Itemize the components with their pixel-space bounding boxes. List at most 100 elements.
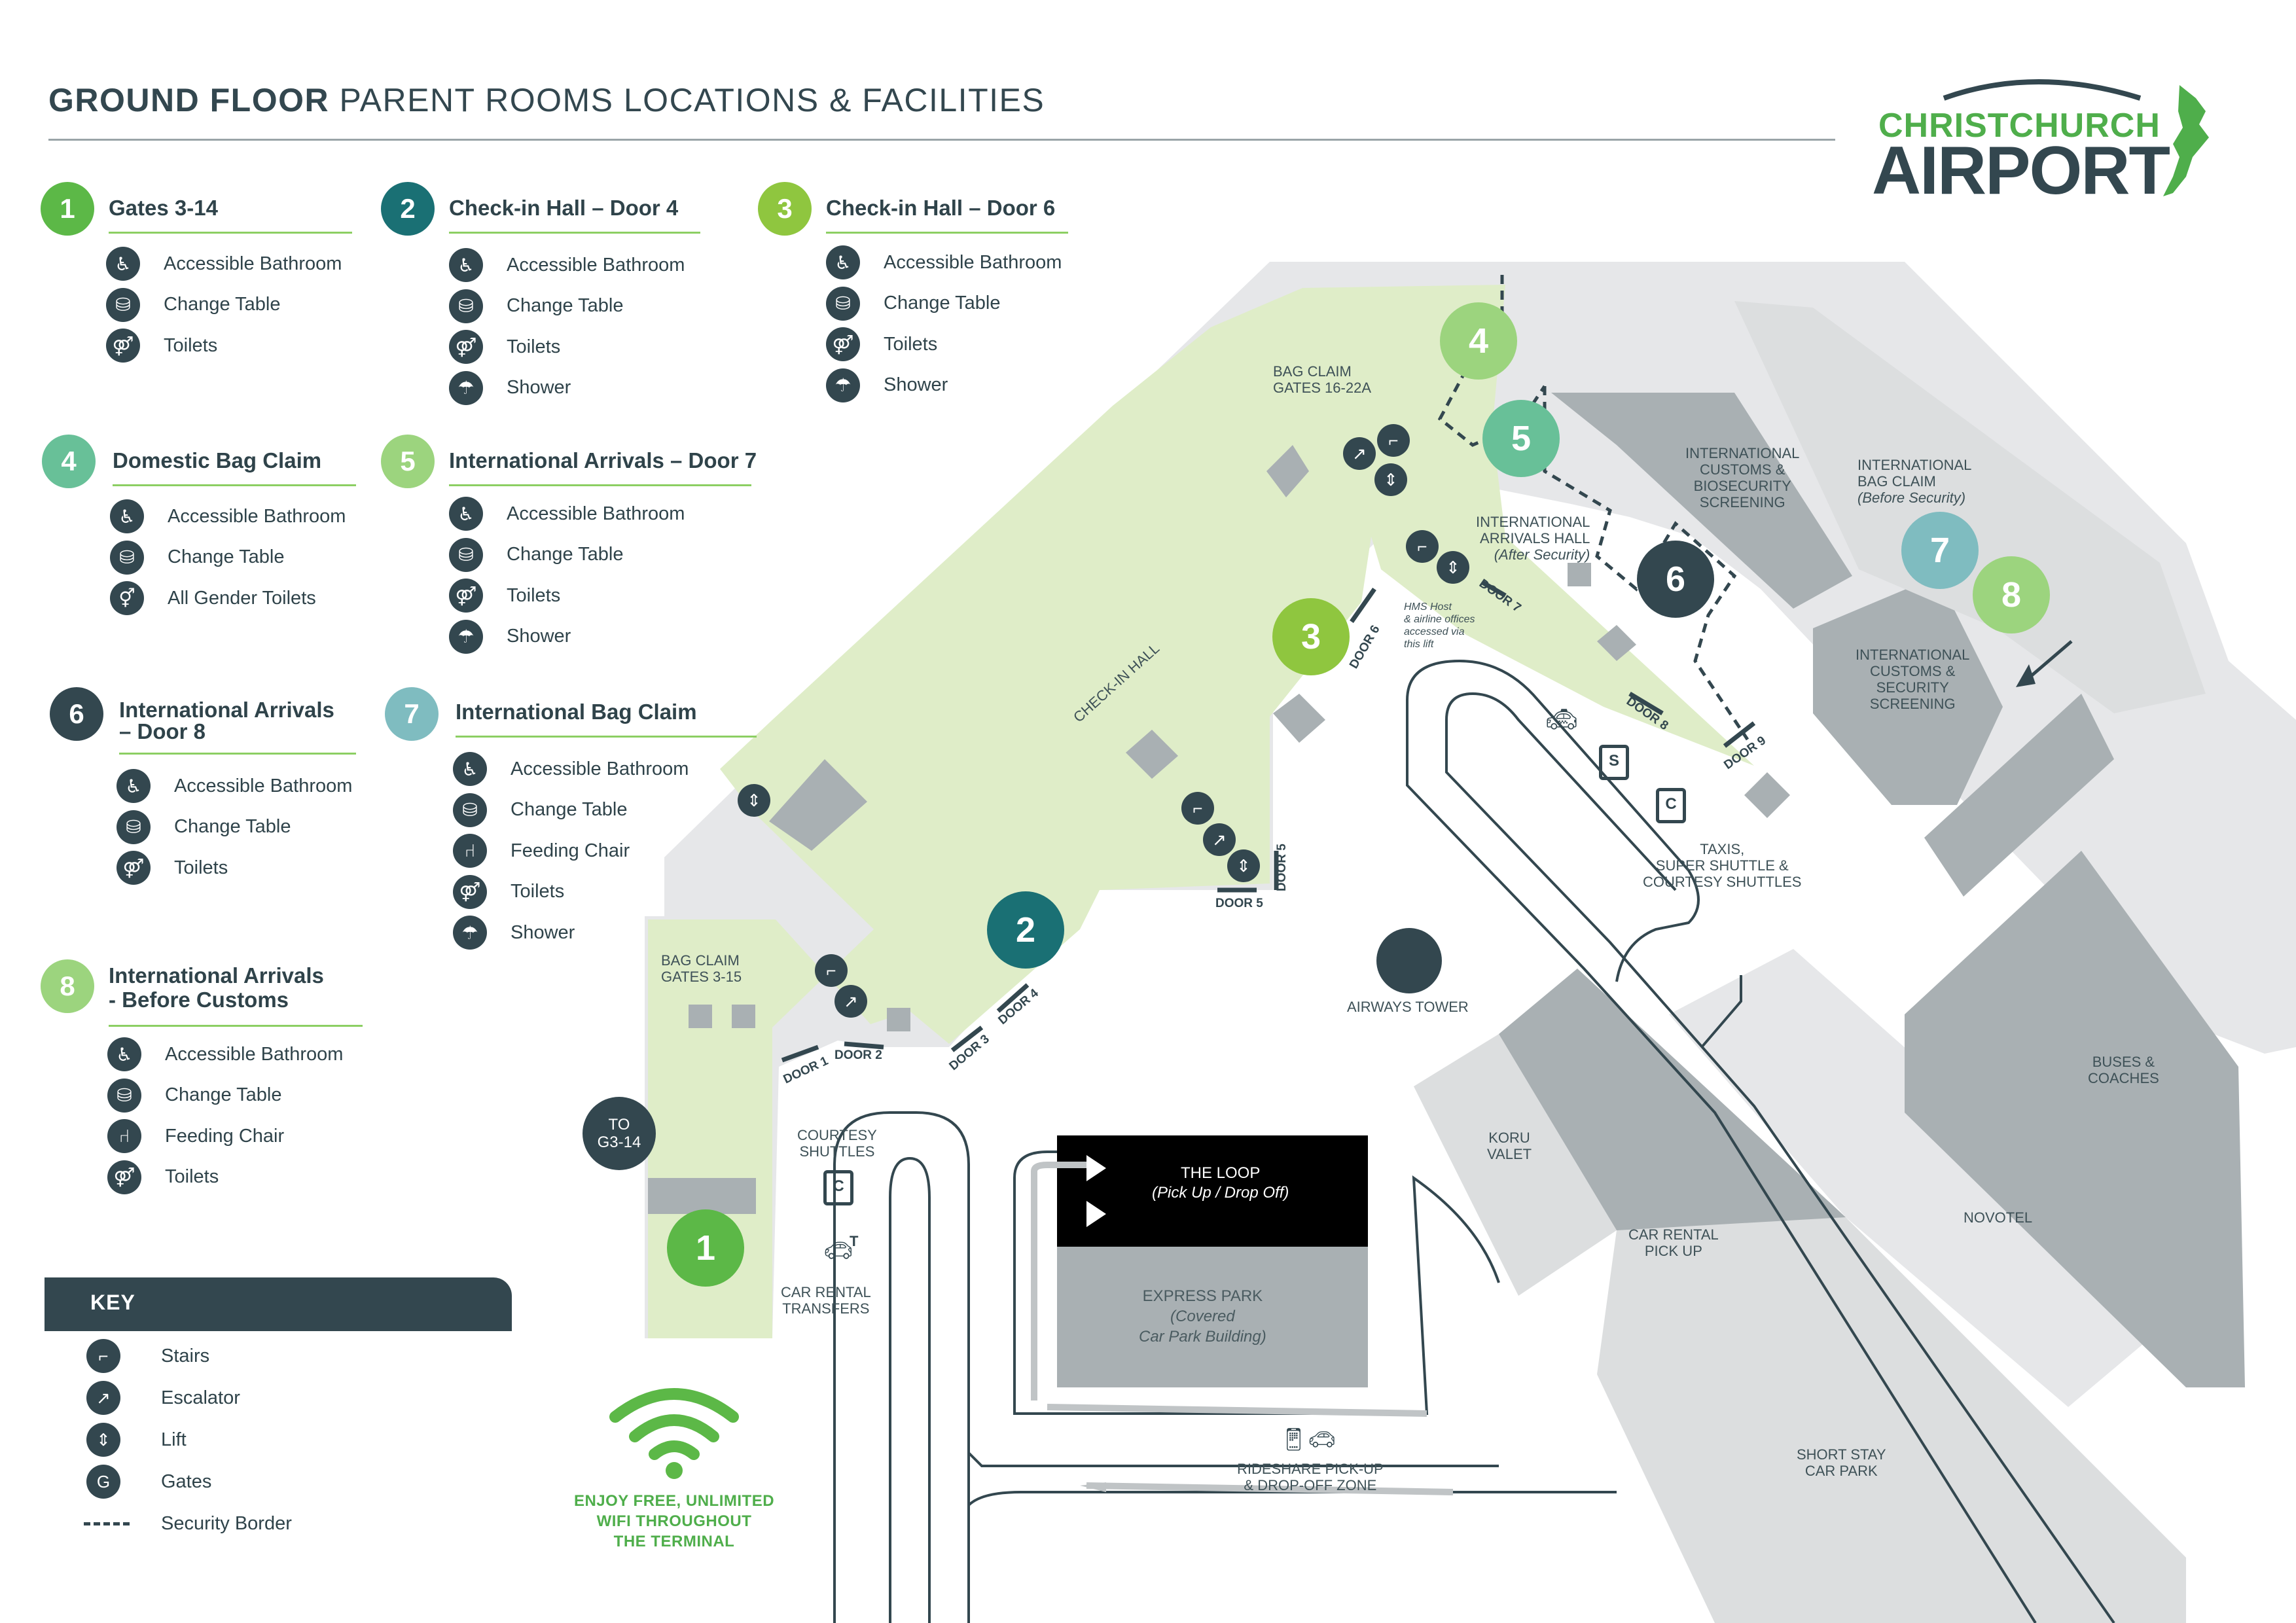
location-1-rule: [109, 232, 352, 234]
location-6-item: ♿︎Accessible Bathroom: [117, 766, 352, 807]
bag16-block: [1266, 445, 1309, 497]
door6-block: [1273, 694, 1325, 743]
koru-valet-block: [1414, 1034, 1617, 1296]
location-4-item: ⚥All Gender Toilets: [110, 578, 346, 619]
accessible-icon: ♿︎: [107, 1037, 141, 1072]
map-stairs-icon-3: ⌐: [1181, 792, 1214, 825]
map-badge-2: 2: [987, 891, 1064, 969]
title-rest: PARENT ROOMS LOCATIONS & FACILITIES: [339, 82, 1045, 118]
checkin-center-block: [1126, 730, 1178, 779]
the-loop-block: [1057, 1135, 1368, 1247]
label-the-loop: THE LOOP(Pick Up / Drop Off): [1152, 1164, 1289, 1202]
toilets-icon: ⚤: [826, 327, 860, 362]
all-gender-toilets-icon: ⚥: [110, 581, 144, 616]
key-item-lift: ⇕Lift: [86, 1419, 292, 1461]
east-block: [1924, 694, 2114, 897]
checkin-grey-block: [769, 759, 867, 851]
location-8-item: ⛁Change Table: [107, 1075, 343, 1116]
location-3-item: ♿︎Accessible Bathroom: [826, 242, 1062, 283]
location-5-item: ☂︎Shower: [449, 616, 685, 658]
map-escalator-icon-1: ↗: [1343, 437, 1376, 470]
label-rideshare: RIDESHARE PICK-UP& DROP-OFF ZONE: [1237, 1461, 1384, 1493]
map-stairs-icon-1: ⌐: [1377, 424, 1410, 457]
location-5-item: ⛁Change Table: [449, 535, 685, 576]
logo-text-christchurch: CHRISTCHURCH: [1878, 107, 2161, 145]
location-2-item: ⛁Change Table: [449, 286, 685, 327]
change-table-icon: ⛁: [449, 537, 483, 572]
super-shuttle-sign: S: [1599, 745, 1629, 780]
location-8-rule: [109, 1025, 363, 1027]
location-4-title: Domestic Bag Claim: [113, 448, 322, 473]
map-badge-5: 5: [1482, 400, 1560, 477]
escalator-icon: ↗: [86, 1381, 120, 1415]
novotel-block: [1669, 949, 2193, 1407]
intl-customs-sec-block: [1813, 576, 2003, 805]
logo-swoosh-icon: [1943, 79, 2209, 196]
location-3-item: ☂︎Shower: [826, 365, 1062, 406]
location-7-rule: [456, 736, 757, 738]
label-taxis-shuttles: TAXIS,SUPER SHUTTLE &COURTESY SHUTTLES: [1643, 841, 1802, 890]
location-1-item: ⛁Change Table: [106, 285, 342, 326]
door-label-5: DOOR 5: [1215, 897, 1263, 910]
location-7-item: ☂︎Shower: [453, 912, 689, 954]
label-buses-coaches: BUSES &COACHES: [2088, 1054, 2159, 1086]
loop-arrow-head-1: [1086, 1155, 1106, 1181]
shower-icon: ☂︎: [449, 619, 483, 654]
customs-arrow: [2024, 640, 2073, 682]
location-1-item: ♿︎Accessible Bathroom: [106, 243, 342, 285]
feeding-chair-icon: ⑁: [107, 1119, 141, 1154]
stairs-icon: ⌐: [86, 1339, 120, 1373]
location-5-title: International Arrivals – Door 7: [449, 448, 757, 473]
car-rental-key-icon: 🚗︎: [823, 1237, 853, 1264]
key-item-stairs: ⌐Stairs: [86, 1335, 292, 1377]
map-escalator-icon-3: ↗: [834, 985, 867, 1018]
location-8-item: ♿︎Accessible Bathroom: [107, 1034, 343, 1075]
location-3-badge: 3: [758, 182, 812, 236]
accessible-icon: ♿︎: [449, 497, 483, 531]
location-5-item: ♿︎Accessible Bathroom: [449, 493, 685, 535]
toilets-icon: ⚤: [117, 851, 151, 885]
map-stairs-icon-2: ⌐: [1406, 530, 1439, 563]
shower-icon: ☂︎: [453, 916, 487, 950]
location-1-badge: 1: [41, 182, 94, 236]
gate1-block: [648, 1178, 756, 1214]
map-escalator-icon-2: ↗: [1203, 823, 1236, 856]
door8-block: [1597, 625, 1636, 661]
express-park-block: [1057, 1230, 1368, 1387]
location-8-item: ⚤Toilets: [107, 1157, 343, 1198]
door9-block: [1744, 772, 1790, 818]
change-table-icon: ⛁: [107, 1078, 141, 1113]
kiosk-block-1: [689, 1005, 712, 1028]
car-rental-transfers-sign: T: [850, 1233, 859, 1249]
location-3-rule: [826, 232, 1068, 234]
change-table-icon: ⛁: [117, 810, 151, 844]
map-lift-icon-2: ⇕: [1437, 551, 1469, 584]
courtesy-shuttle-sign-2: C: [823, 1170, 853, 1205]
location-3-item: ⚤Toilets: [826, 324, 1062, 365]
location-7-item: ⛁Change Table: [453, 790, 689, 831]
accessible-icon: ♿︎: [826, 245, 860, 280]
location-7-title: International Bag Claim: [456, 700, 697, 724]
door-label-2: DOOR 2: [834, 1048, 882, 1062]
rideshare-icon: 📱︎🚗︎: [1280, 1427, 1336, 1452]
location-5-item: ⚤Toilets: [449, 575, 685, 616]
change-table-icon: ⛁: [106, 287, 140, 322]
key-item-security-border: Security Border: [84, 1503, 292, 1544]
location-2-title: Check-in Hall – Door 4: [449, 196, 679, 220]
location-5-badge: 5: [381, 435, 435, 488]
lift-icon: ⇕: [86, 1423, 120, 1457]
map-badge-8: 8: [1973, 556, 2050, 633]
logo-text-airport: AIRPORT: [1872, 133, 2170, 209]
